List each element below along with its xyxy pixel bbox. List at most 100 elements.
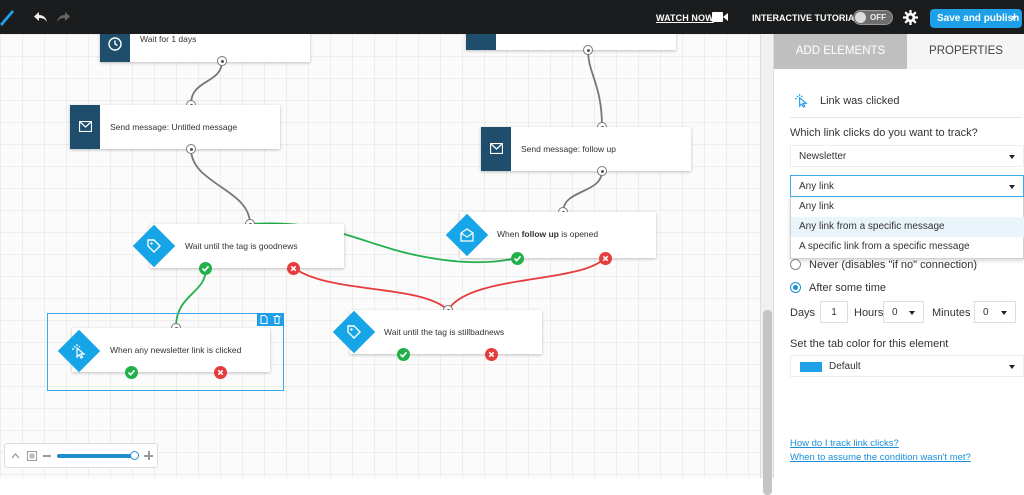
tab-properties[interactable]: PROPERTIES <box>907 34 1024 69</box>
app-logo-icon[interactable] <box>0 8 14 26</box>
watch-now-link[interactable]: WATCH NOW <box>656 13 714 23</box>
minutes-label: Minutes <box>932 307 971 319</box>
link-select-value: Any link <box>799 181 835 192</box>
node-when-newsletter-clicked[interactable]: When any newsletter link is clicked <box>72 328 270 372</box>
chevron-down-icon <box>1009 155 1015 159</box>
radio-never[interactable] <box>790 259 801 270</box>
envelope-icon <box>490 143 503 154</box>
save-and-publish-button[interactable]: Save and publish <box>930 9 1022 28</box>
node-when-opened[interactable]: When follow up is opened <box>460 212 656 258</box>
envelope-open-icon <box>460 228 474 242</box>
top-right-output-port[interactable] <box>583 45 593 55</box>
zoom-slider[interactable] <box>57 451 139 460</box>
divider <box>790 117 1022 118</box>
chevron-down-icon <box>1009 185 1015 189</box>
chevron-down-icon[interactable] <box>1011 16 1017 20</box>
node-action-buttons <box>257 313 284 326</box>
hours-label: Hours <box>854 307 884 319</box>
cursor-click-icon <box>72 344 86 359</box>
stillbadnews-no-connector[interactable] <box>485 348 498 361</box>
track-question-label: Which link clicks do you want to track? <box>790 127 978 139</box>
wait-days-output-port[interactable] <box>217 56 227 66</box>
close-icon <box>602 255 609 262</box>
after-option-label: After some time <box>809 282 887 294</box>
link-dropdown-menu: Any link Any link from a specific messag… <box>790 197 1024 259</box>
node-wait-goodnews[interactable]: Wait until the tag is goodnews <box>150 224 344 268</box>
envelope-icon <box>79 121 92 132</box>
link-option-specific[interactable]: A specific link from a specific message <box>799 241 970 252</box>
node-send-follow-up[interactable]: Send message: follow up <box>481 127 691 171</box>
cursor-click-icon <box>794 93 808 108</box>
node-wait-stillbadnews[interactable]: Wait until the tag is stillbadnews <box>350 310 542 354</box>
toggle-state-label: OFF <box>870 13 886 22</box>
scrollbar-thumb[interactable] <box>763 310 772 495</box>
message-select[interactable]: Newsletter <box>790 145 1024 167</box>
message-select-value: Newsletter <box>799 151 847 162</box>
trash-icon[interactable] <box>273 315 281 324</box>
tab-add-elements[interactable]: ADD ELEMENTS <box>774 34 907 69</box>
check-icon <box>399 351 408 358</box>
minutes-select-value: 0 <box>983 307 989 318</box>
node-send-untitled[interactable]: Send message: Untitled message <box>70 105 280 149</box>
tab-color-label: Set the tab color for this element <box>790 338 949 350</box>
link-select[interactable]: Any link <box>790 175 1024 197</box>
radio-after-some-time[interactable] <box>790 282 801 293</box>
newsletter-yes-connector[interactable] <box>125 366 138 379</box>
node-when-newsletter-label: When any newsletter link is clicked <box>110 345 242 355</box>
canvas-scrollbar[interactable] <box>760 34 773 495</box>
close-icon <box>290 265 297 272</box>
node-wait-goodnews-label: Wait until the tag is goodnews <box>185 241 298 251</box>
zoom-in-icon[interactable] <box>144 451 153 460</box>
publish-label: Save and publish <box>937 13 1020 24</box>
chevron-down-icon <box>909 311 915 315</box>
days-input[interactable]: 1 <box>820 301 848 323</box>
clock-icon <box>108 37 122 51</box>
send-follow-up-output-port[interactable] <box>597 166 607 176</box>
check-icon <box>127 369 136 376</box>
tutorial-toggle[interactable]: OFF <box>853 10 893 25</box>
opened-no-connector[interactable] <box>599 252 612 265</box>
redo-icon[interactable] <box>55 9 71 25</box>
stillbadnews-yes-connector[interactable] <box>397 348 410 361</box>
link-option-any[interactable]: Any link <box>799 201 835 212</box>
properties-panel: ADD ELEMENTS PROPERTIES Link was clicked… <box>773 34 1024 478</box>
node-wait-days[interactable]: Wait for 1 days <box>100 34 310 62</box>
goodnews-yes-connector[interactable] <box>199 262 212 275</box>
color-swatch <box>800 362 822 372</box>
node-top-right-partial[interactable] <box>466 34 676 50</box>
gear-icon[interactable] <box>903 10 918 25</box>
interactive-tutorial-label: INTERACTIVE TUTORIAL <box>752 13 860 23</box>
node-wait-stillbadnews-label: Wait until the tag is stillbadnews <box>384 327 505 337</box>
node-wait-days-label: Wait for 1 days <box>140 34 197 44</box>
check-icon <box>201 265 210 272</box>
help-link-condition-not-met[interactable]: When to assume the condition wasn't met? <box>790 452 971 463</box>
send-untitled-output-port[interactable] <box>186 144 196 154</box>
days-label: Days <box>790 307 816 319</box>
minutes-select[interactable]: 0 <box>974 301 1016 323</box>
opened-yes-connector[interactable] <box>511 252 524 265</box>
zoom-slider-handle[interactable] <box>129 451 139 460</box>
close-icon <box>488 351 495 358</box>
help-link-track-clicks[interactable]: How do I track link clicks? <box>790 438 899 449</box>
video-camera-icon[interactable] <box>712 11 728 23</box>
link-option-from-message[interactable]: Any link from a specific message <box>791 217 1024 237</box>
connection-wires <box>175 49 606 328</box>
newsletter-no-connector[interactable] <box>214 366 227 379</box>
tag-icon <box>147 239 161 253</box>
goodnews-no-connector[interactable] <box>287 262 300 275</box>
fit-to-screen-icon[interactable] <box>27 451 37 461</box>
undo-icon[interactable] <box>33 9 49 25</box>
tag-icon <box>347 325 361 339</box>
node-when-opened-label: When follow up is opened <box>497 229 599 239</box>
tab-color-select[interactable]: Default <box>790 355 1024 377</box>
hours-select[interactable]: 0 <box>883 301 924 323</box>
copy-icon[interactable] <box>260 315 268 324</box>
hours-select-value: 0 <box>892 307 898 318</box>
radio-selected-dot <box>793 285 798 290</box>
zoom-out-icon[interactable] <box>43 455 51 457</box>
workflow-canvas[interactable]: Wait for 1 days Send message: Untitled m… <box>0 34 760 478</box>
node-send-untitled-label: Send message: Untitled message <box>110 122 238 132</box>
node-icon-box <box>466 34 496 50</box>
chevron-up-icon[interactable] <box>11 452 20 459</box>
chevron-down-icon <box>1009 365 1015 369</box>
